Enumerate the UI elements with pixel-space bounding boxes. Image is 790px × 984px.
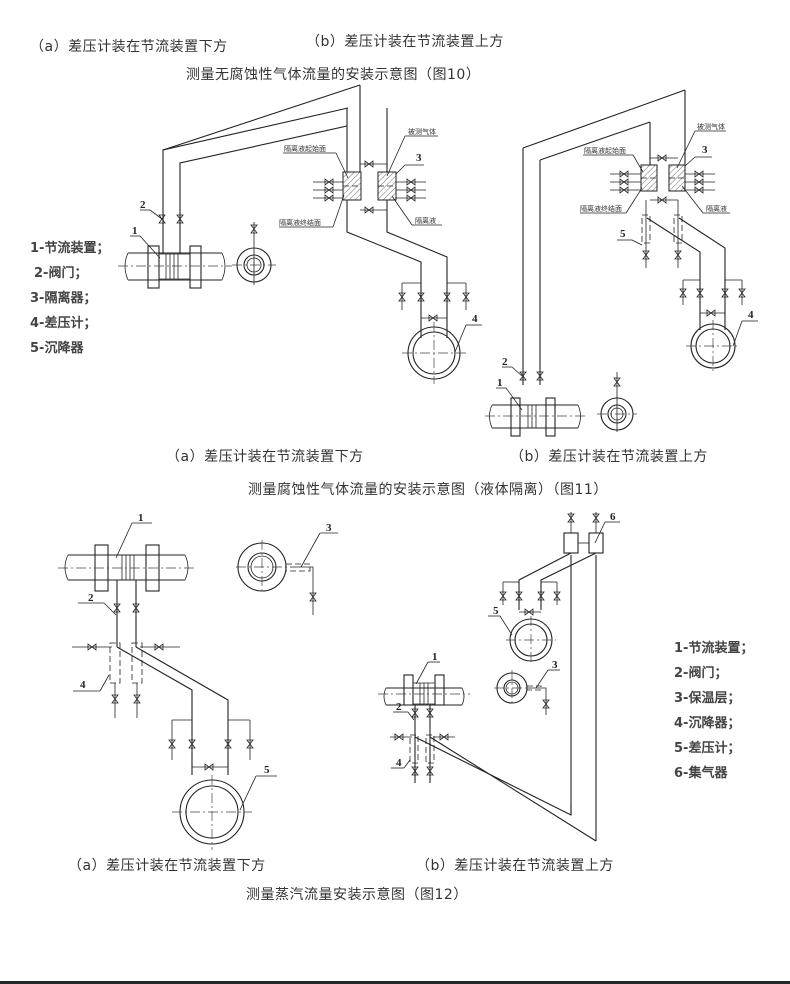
fig10b-drawing: 隔离液起始面 隔离液终结面 被测气体 隔离液 3 5 4 bbox=[485, 89, 758, 437]
orifice-pipe bbox=[118, 245, 232, 289]
annotation-measured-gas: 被测气体 bbox=[408, 127, 436, 136]
annotation-end-face-b: 隔离液终结面 bbox=[580, 204, 622, 213]
diff-gauge-5-fig12b bbox=[506, 616, 556, 664]
fig11-caption-b: （b）差压计装在节流装置上方 bbox=[510, 449, 708, 465]
fig12-caption-b: （b）差压计装在节流装置上方 bbox=[416, 858, 614, 874]
part-label-6-fig12b: 6 bbox=[610, 511, 616, 523]
annotation-start-face: 隔离液起始面 bbox=[284, 144, 326, 153]
part-label-3-fig12a: 3 bbox=[326, 522, 332, 534]
part-label-2-fig12a: 2 bbox=[88, 592, 94, 604]
bottom-border bbox=[0, 981, 790, 984]
part-label-1: 1 bbox=[132, 225, 138, 237]
fig12-legend: 1-节流装置； 2-阀门； 3-保温层； 4-沉降器； 5-差压计； 6-集气器 bbox=[674, 636, 753, 786]
part-label-4b: 4 bbox=[748, 309, 754, 321]
part-label-1b: 1 bbox=[497, 377, 503, 389]
annotation-isolating-liquid: 隔离液 bbox=[415, 216, 436, 225]
annotation-end-face: 隔离液终结面 bbox=[279, 218, 321, 227]
fig11-caption-a: （a）差压计装在节流装置下方 bbox=[166, 449, 364, 465]
legend-item: 1-节流装置； bbox=[674, 641, 754, 656]
part-label-2: 2 bbox=[140, 199, 146, 211]
legend-item: 4-差压计； bbox=[30, 316, 97, 331]
fig10a-drawing: 2 1 隔离液起始面 bbox=[118, 84, 482, 384]
fig12-title: 测量蒸汽流量安装示意图（图12） bbox=[246, 887, 468, 903]
part-label-5-fig12b: 5 bbox=[493, 605, 499, 617]
diff-gauge-4b bbox=[686, 320, 740, 372]
legend-item: 3-隔离器； bbox=[30, 291, 97, 306]
legend-item: 6-集气器 bbox=[674, 766, 728, 781]
part-label-1-fig12a: 1 bbox=[138, 512, 144, 524]
legend-item: 3-保温层； bbox=[674, 691, 741, 706]
pipe-section bbox=[232, 222, 276, 285]
fig10-title: 测量无腐蚀性气体流量的安装示意图（图10） bbox=[186, 67, 481, 83]
part-label-4-fig12b: 4 bbox=[396, 757, 402, 769]
part-label-2b: 2 bbox=[502, 356, 508, 368]
legend-item: 5-差压计； bbox=[674, 741, 741, 756]
legend-item: 4-沉降器； bbox=[674, 716, 741, 731]
part-label-3: 3 bbox=[416, 152, 422, 164]
annotation-isolating-liquid-b: 隔离液 bbox=[706, 204, 727, 213]
fig10-caption-a: （a）差压计装在节流装置下方 bbox=[30, 39, 228, 55]
part-label-5-fig12a: 5 bbox=[264, 764, 270, 776]
part-label-2-fig12b: 2 bbox=[396, 701, 402, 713]
fig10-legend: 1-节流装置； 2-阀门； 3-隔离器； 4-差压计； 5-沉降器 bbox=[30, 236, 109, 361]
annotation-measured-gas-b: 被测气体 bbox=[697, 122, 725, 131]
part-label-4: 4 bbox=[472, 313, 478, 325]
fig10-caption-b: （b）差压计装在节流装置上方 bbox=[306, 34, 504, 50]
fig12-caption-a: （a）差压计装在节流装置下方 bbox=[68, 858, 266, 874]
fig12b-drawing: 1 2 4 6 bbox=[378, 511, 620, 842]
part-label-4-fig12a: 4 bbox=[80, 679, 86, 691]
part-label-1-fig12b: 1 bbox=[432, 651, 438, 663]
part-label-3b: 3 bbox=[702, 144, 708, 156]
legend-item: 2-阀门； bbox=[674, 666, 728, 681]
annotation-start-face-b: 隔离液起始面 bbox=[584, 146, 626, 155]
part-label-5: 5 bbox=[620, 228, 626, 240]
legend-item: 2-阀门； bbox=[34, 266, 88, 281]
part-label-3-fig12b: 3 bbox=[552, 659, 558, 671]
fig12a-drawing: 1 2 4 5 3 bbox=[58, 512, 338, 850]
diff-gauge-5-fig12a bbox=[172, 775, 252, 850]
legend-item: 1-节流装置； bbox=[30, 241, 110, 256]
legend-item: 5-沉降器 bbox=[30, 341, 84, 356]
fig11-title: 测量腐蚀性气体流量的安装示意图（液体隔离）（图11） bbox=[248, 482, 608, 498]
diff-gauge-4 bbox=[402, 322, 466, 384]
